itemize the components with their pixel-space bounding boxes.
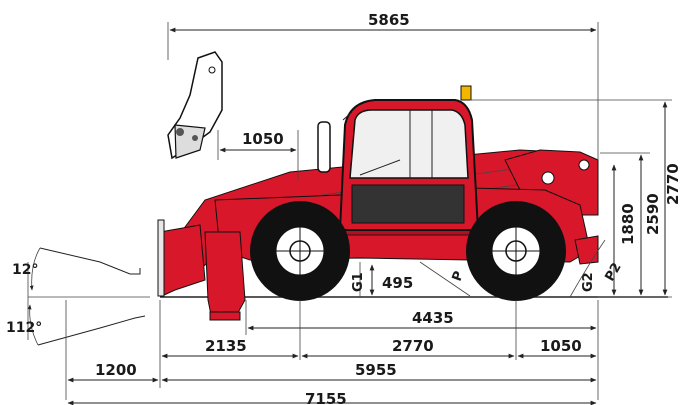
dim-overall-length: 5865: [368, 11, 410, 29]
dim-wheelbase-span: 4435: [412, 309, 454, 327]
dim-height-frame: 1880: [619, 203, 637, 245]
telehandler-machine: [157, 85, 668, 321]
dim-total-length: 7155: [305, 390, 347, 405]
dim-body-length: 5955: [355, 361, 397, 379]
label-p: P: [450, 269, 467, 283]
dim-fork-reach: 1200: [95, 361, 137, 379]
rear-wheel: [466, 201, 566, 301]
front-stabiliser-leg: [204, 231, 246, 321]
dim-height-cab: 2590: [644, 193, 662, 235]
angle-tilt-up: 12°: [12, 262, 38, 278]
fork-tilt-angles: 12° 112°: [6, 247, 150, 346]
dimension-lines: 5865 1050 2770 2590 1880 495 4435 2135: [65, 11, 680, 405]
label-g1: G1: [351, 272, 366, 292]
exhaust-pipe: [317, 121, 331, 173]
dim-wheelbase: 2770: [392, 337, 434, 355]
dim-ground-clearance: 495: [382, 274, 413, 292]
angle-tilt-down: 112°: [6, 320, 42, 336]
fork-attachment-detail: [167, 51, 223, 160]
dim-front-overhang: 2135: [205, 337, 247, 355]
label-g2: G2: [581, 272, 596, 292]
fork-tine: [157, 219, 165, 297]
front-wheel: [250, 201, 350, 301]
label-p2: P2: [602, 260, 624, 284]
beacon-light: [460, 85, 472, 101]
dim-rear-overhang: 1050: [540, 337, 582, 355]
dim-fork-height: 1050: [242, 130, 284, 148]
dim-height-overall: 2770: [664, 163, 680, 205]
cab-window: [349, 109, 469, 179]
rear-hitch: [574, 235, 599, 265]
fork-carriage: [159, 224, 206, 297]
